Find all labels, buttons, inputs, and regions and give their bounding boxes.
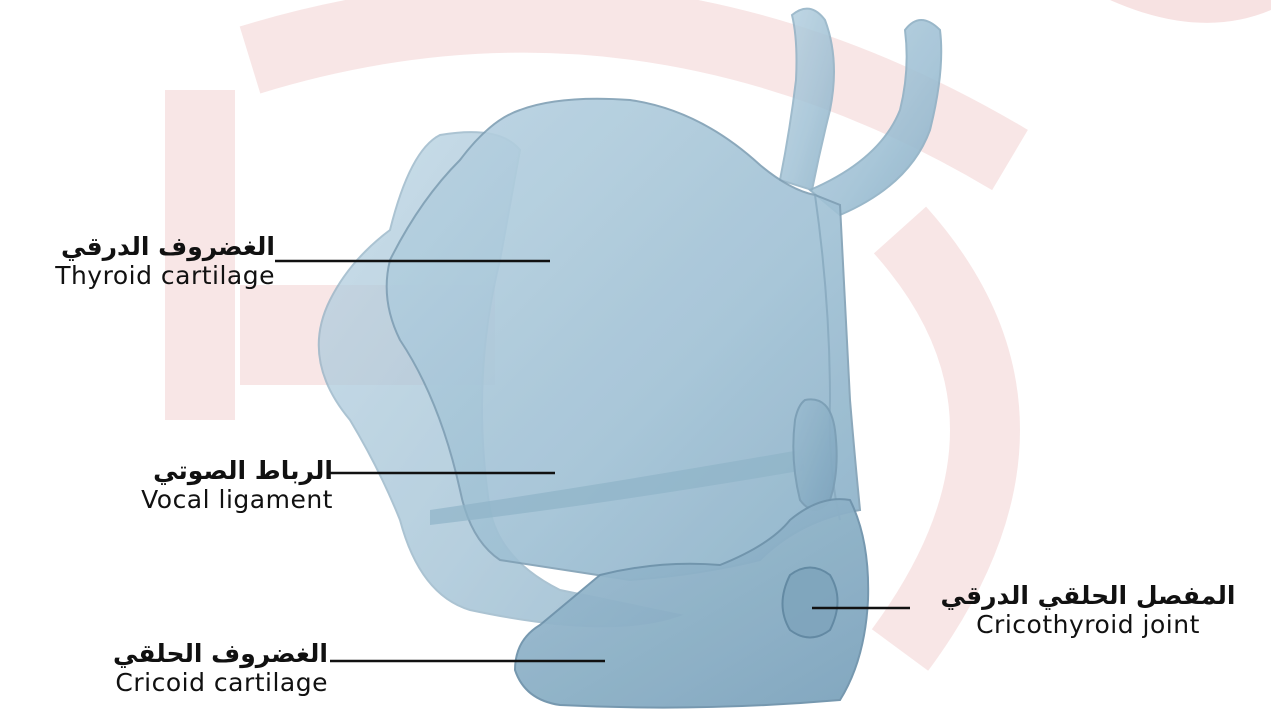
- label-vocal-ligament: الرباط الصوتي Vocal ligament: [60, 457, 333, 515]
- label-cricoid-cartilage: الغضروف الحلقي Cricoid cartilage: [40, 640, 328, 698]
- label-joint-arabic: المفصل الحلقي الدرقي: [915, 582, 1261, 611]
- label-thyroid-arabic: الغضروف الدرقي: [0, 233, 275, 262]
- watermark-arc: [1110, 0, 1271, 23]
- label-cricothyroid-joint: المفصل الحلقي الدرقي Cricothyroid joint: [915, 582, 1261, 640]
- label-cricoid-arabic: الغضروف الحلقي: [40, 640, 328, 669]
- label-thyroid-english: Thyroid cartilage: [0, 262, 275, 291]
- label-vocal-arabic: الرباط الصوتي: [60, 457, 333, 486]
- label-vocal-english: Vocal ligament: [60, 486, 333, 515]
- label-thyroid-cartilage: الغضروف الدرقي Thyroid cartilage: [0, 233, 275, 291]
- cricothyroid-joint-shape: [783, 568, 838, 638]
- label-cricoid-english: Cricoid cartilage: [40, 669, 328, 698]
- arytenoid: [793, 399, 836, 510]
- label-joint-english: Cricothyroid joint: [915, 611, 1261, 640]
